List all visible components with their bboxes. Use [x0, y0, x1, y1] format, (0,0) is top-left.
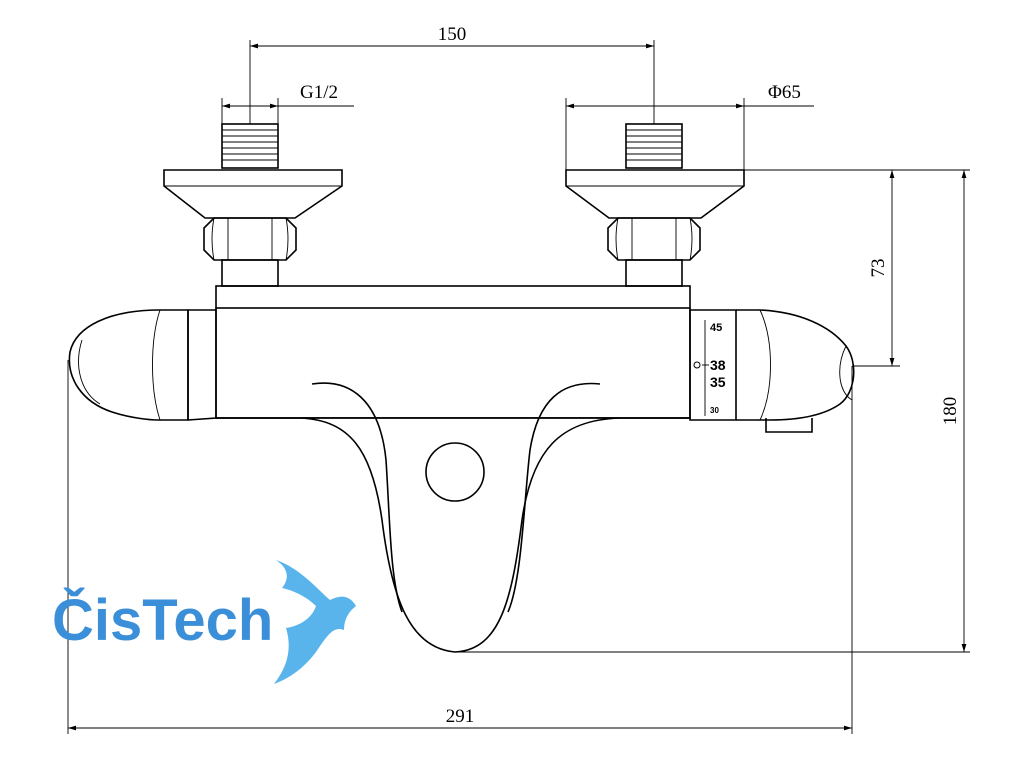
- dim-text-291: 291: [446, 706, 475, 727]
- temp-mark-38: 38: [710, 357, 726, 373]
- logo-fish-icon: [274, 560, 356, 684]
- dim-text-73: 73: [868, 259, 889, 278]
- left-handle: [68, 309, 217, 421]
- temp-mark-30: 30: [710, 406, 719, 415]
- dimension-73: 73: [744, 169, 970, 367]
- spout: [216, 382, 690, 653]
- dim-text-thread: G1/2: [300, 82, 338, 103]
- dim-text-180: 180: [940, 397, 961, 426]
- temp-mark-35: 35: [710, 374, 726, 390]
- dimension-flange-diameter: Φ65: [565, 82, 814, 170]
- dimension-180: 180: [455, 170, 970, 653]
- cistech-logo: ČisTech: [52, 560, 356, 684]
- temp-indicator-dot: [693, 361, 701, 369]
- temp-mark-45: 45: [710, 322, 722, 334]
- left-inlet-connector: [163, 123, 343, 287]
- temperature-scale: 45 38 35 30: [693, 322, 726, 415]
- right-inlet-connector: [565, 123, 745, 287]
- spout-outlet-circle: [425, 442, 485, 502]
- logo-text: ČisTech: [52, 588, 273, 653]
- dim-text-flange: Φ65: [768, 82, 801, 103]
- dimension-150: 150: [249, 24, 655, 124]
- dim-text-150: 150: [438, 24, 467, 45]
- dimension-thread: G1/2: [221, 82, 354, 124]
- right-thermostat-handle: [689, 309, 855, 433]
- dimension-291: 291: [67, 360, 853, 734]
- mixer-body: [215, 285, 691, 419]
